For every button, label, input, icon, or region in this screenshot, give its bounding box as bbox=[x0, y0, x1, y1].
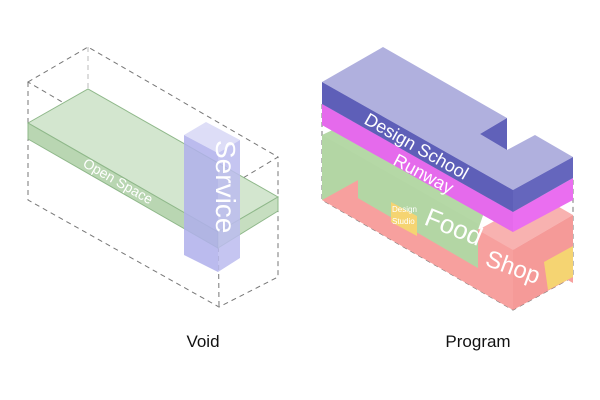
design-studio-block bbox=[391, 202, 417, 236]
runway-block bbox=[322, 104, 573, 232]
design-school-block bbox=[322, 47, 573, 212]
program-diagram: Program bbox=[321, 47, 574, 351]
program-caption: Program bbox=[445, 332, 510, 351]
design-studio-label-1: Design bbox=[392, 205, 417, 214]
service-core bbox=[184, 122, 240, 272]
design-studio-label-2: Studio bbox=[392, 217, 415, 226]
service-label: Service bbox=[210, 140, 241, 233]
food-block bbox=[322, 118, 490, 268]
void-diagram: Void bbox=[26, 46, 280, 351]
void-caption: Void bbox=[186, 332, 219, 351]
